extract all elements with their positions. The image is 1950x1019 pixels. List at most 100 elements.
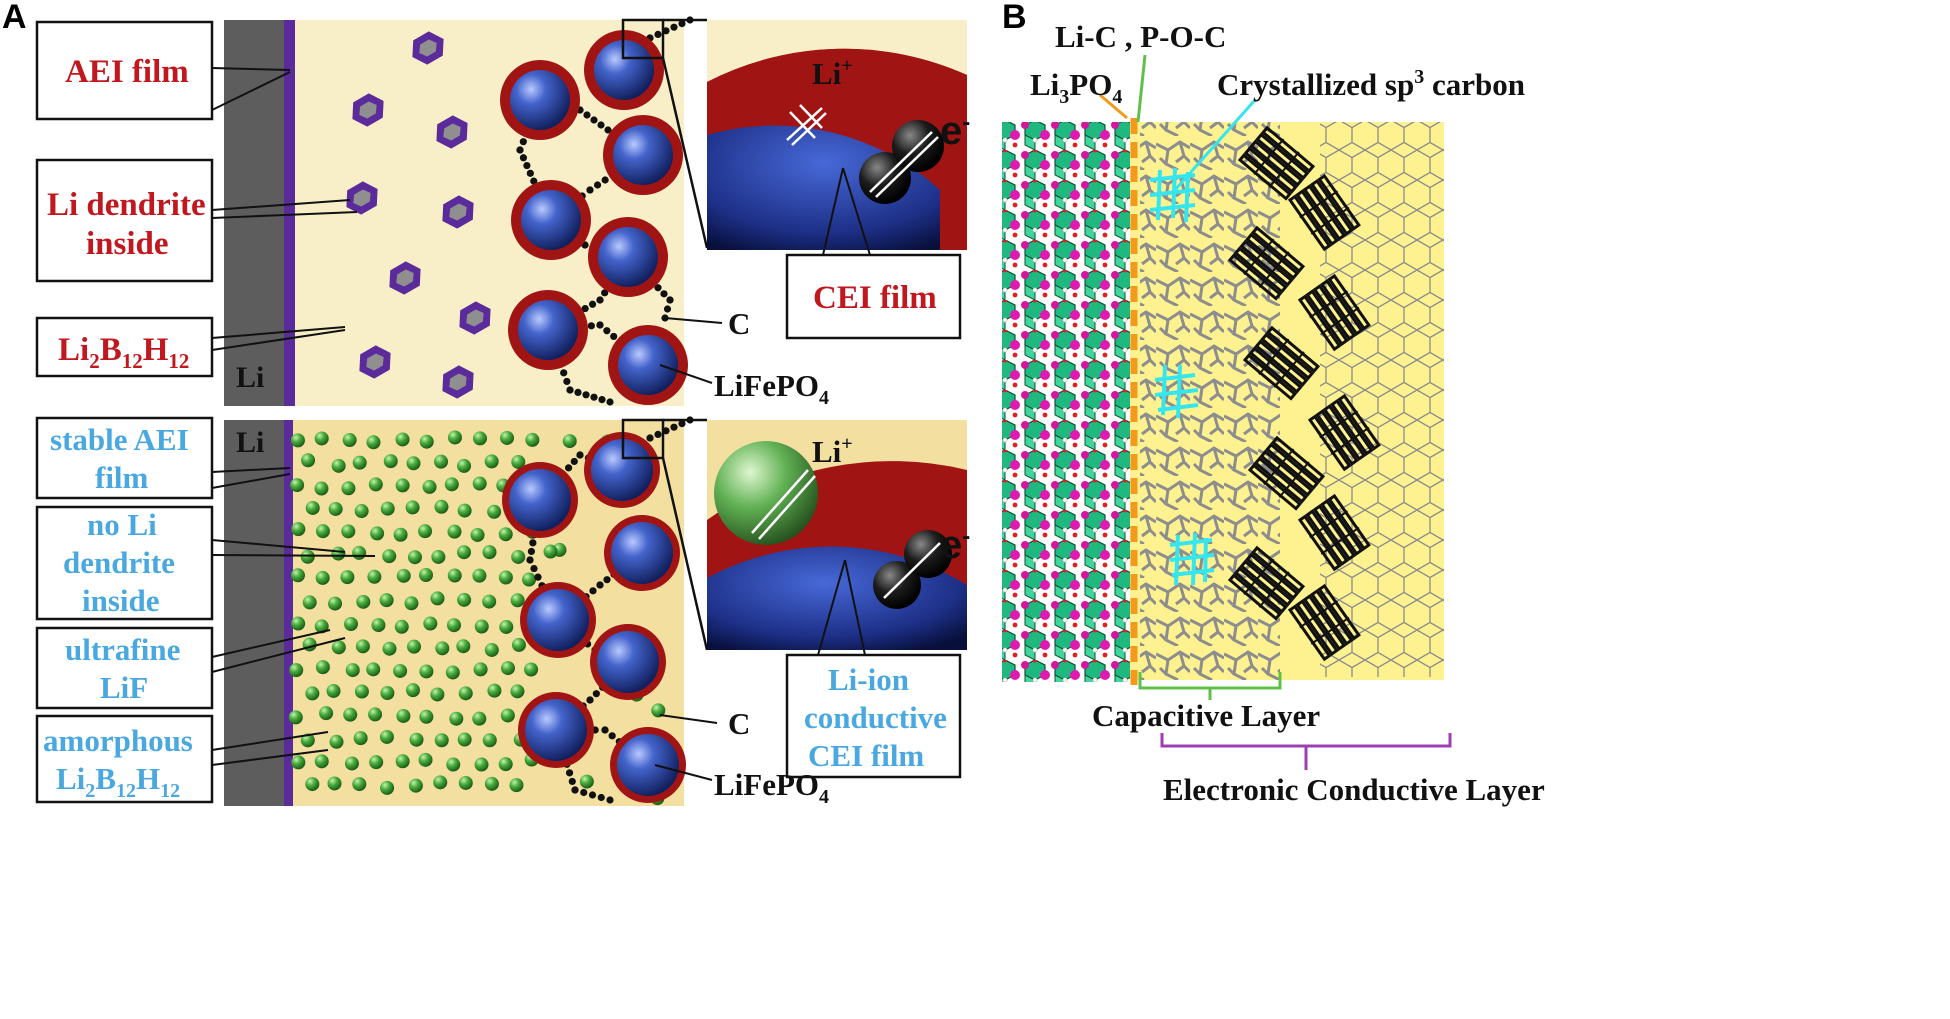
b-lic-label: Li-C , P-O-C bbox=[1055, 19, 1226, 54]
lif-particle bbox=[379, 729, 394, 744]
lif-particle bbox=[366, 435, 381, 450]
lif-particle bbox=[434, 499, 449, 514]
sp2-carbon-stack bbox=[1237, 125, 1316, 201]
sp2-carbon-stack bbox=[1287, 583, 1361, 662]
lif-particle bbox=[345, 663, 360, 678]
lifepo4-particle bbox=[500, 60, 580, 140]
lif-particle bbox=[290, 478, 305, 493]
top-inset-li: Li+ bbox=[812, 55, 853, 91]
lif-particle bbox=[419, 709, 434, 724]
bottom-cei-label-3: CEI film bbox=[808, 738, 924, 773]
lif-particle bbox=[456, 639, 471, 654]
lif-particle bbox=[368, 477, 383, 492]
top-dendrite-label-2: inside bbox=[86, 226, 169, 262]
lif-particle bbox=[511, 637, 526, 652]
lif-particle bbox=[430, 591, 445, 606]
top-aei-label: AEI film bbox=[65, 54, 189, 90]
bottom-cei-label-2: conductive bbox=[804, 700, 947, 735]
lif-particle bbox=[433, 775, 448, 790]
lif-particle bbox=[300, 733, 315, 748]
lif-particle bbox=[470, 527, 485, 542]
dendrite-hexagon bbox=[346, 181, 378, 215]
lif-particle bbox=[457, 545, 472, 560]
b-sp3-carbon-clusters bbox=[1149, 167, 1215, 586]
bottom-cei-label-1: Li-ion bbox=[828, 662, 909, 697]
lif-particle bbox=[396, 708, 411, 723]
lif-particle bbox=[524, 662, 539, 677]
lif-particle bbox=[498, 570, 513, 585]
bottom-carbon-label: C bbox=[728, 706, 750, 741]
lif-particle bbox=[562, 434, 577, 449]
lif-particle bbox=[447, 524, 462, 539]
lif-particle bbox=[393, 527, 408, 542]
lif-particle bbox=[419, 434, 434, 449]
lif-particle bbox=[434, 733, 449, 748]
lif-particle bbox=[473, 662, 488, 677]
lif-particle bbox=[457, 592, 472, 607]
panel-b-letter: B bbox=[1002, 0, 1027, 36]
lif-particle bbox=[511, 549, 526, 564]
bottom-stable-label-2: film bbox=[95, 460, 149, 495]
lif-particle bbox=[511, 454, 526, 469]
b-electronic-bracket bbox=[1160, 733, 1452, 770]
lif-particle bbox=[343, 616, 358, 631]
lif-particle bbox=[472, 476, 487, 491]
lif-particle bbox=[435, 641, 450, 656]
lif-particle bbox=[369, 755, 384, 770]
bottom-nodendrite-label-3: inside bbox=[82, 583, 160, 618]
top-cei-box bbox=[785, 253, 962, 340]
b-sp2-carbon-stacks bbox=[1227, 125, 1381, 662]
sp2-carbon-stack bbox=[1307, 393, 1381, 472]
lif-particle bbox=[344, 756, 359, 771]
lifepo4-particle bbox=[520, 582, 596, 658]
lif-particle bbox=[457, 458, 472, 473]
lif-particle bbox=[300, 549, 315, 564]
lif-particle bbox=[355, 639, 370, 654]
bottom-inset-li-sphere bbox=[714, 441, 818, 545]
lifepo4-particle bbox=[584, 432, 660, 508]
lif-particle bbox=[356, 594, 371, 609]
panel-a-letter: A bbox=[2, 0, 27, 36]
b-capacitive-label: Capacitive Layer bbox=[1092, 698, 1320, 733]
lif-particle bbox=[395, 478, 410, 493]
lif-particle bbox=[484, 642, 499, 657]
dendrite-hexagon bbox=[459, 301, 491, 335]
top-li-ion-blocked-icon bbox=[786, 104, 827, 146]
dendrite-hexagon bbox=[436, 115, 468, 149]
lif-particle bbox=[525, 432, 540, 447]
lif-particle bbox=[498, 757, 513, 772]
lif-particle bbox=[291, 522, 306, 537]
bottom-zoom-box bbox=[621, 418, 665, 460]
lifepo4-particle bbox=[608, 325, 688, 405]
lif-particle bbox=[407, 550, 422, 565]
lif-particle bbox=[354, 504, 369, 519]
b-li3po4-label: Li3PO4 bbox=[1030, 67, 1122, 108]
b-electronic-label: Electronic Conductive Layer bbox=[1163, 772, 1545, 807]
lif-particle bbox=[405, 500, 420, 515]
lif-particle bbox=[458, 686, 473, 701]
lif-particle bbox=[367, 569, 382, 584]
lif-particle bbox=[341, 481, 356, 496]
lifepo4-particle bbox=[508, 290, 588, 370]
lifepo4-particle bbox=[604, 515, 680, 591]
lif-particle bbox=[510, 684, 525, 699]
bottom-anode bbox=[224, 420, 286, 806]
li-dendrite-hexagons bbox=[346, 31, 491, 399]
lif-particle bbox=[457, 732, 472, 747]
lif-particle bbox=[499, 619, 514, 634]
lif-particle bbox=[447, 430, 462, 445]
lif-particle bbox=[326, 683, 341, 698]
lif-particle bbox=[422, 479, 437, 494]
bottom-inset-li: Li+ bbox=[812, 433, 853, 469]
top-zoom-box bbox=[621, 18, 665, 60]
bottom-label-boxes bbox=[35, 416, 376, 804]
lif-particle bbox=[487, 683, 502, 698]
lif-particle bbox=[302, 637, 317, 652]
lif-particle bbox=[341, 524, 356, 539]
lif-particle bbox=[380, 501, 395, 516]
lif-particle bbox=[419, 664, 434, 679]
lif-particle bbox=[291, 755, 306, 770]
lif-particle bbox=[408, 778, 423, 793]
sp2-carbon-stack bbox=[1297, 493, 1371, 572]
bottom-lifepo4-particles bbox=[502, 432, 686, 803]
